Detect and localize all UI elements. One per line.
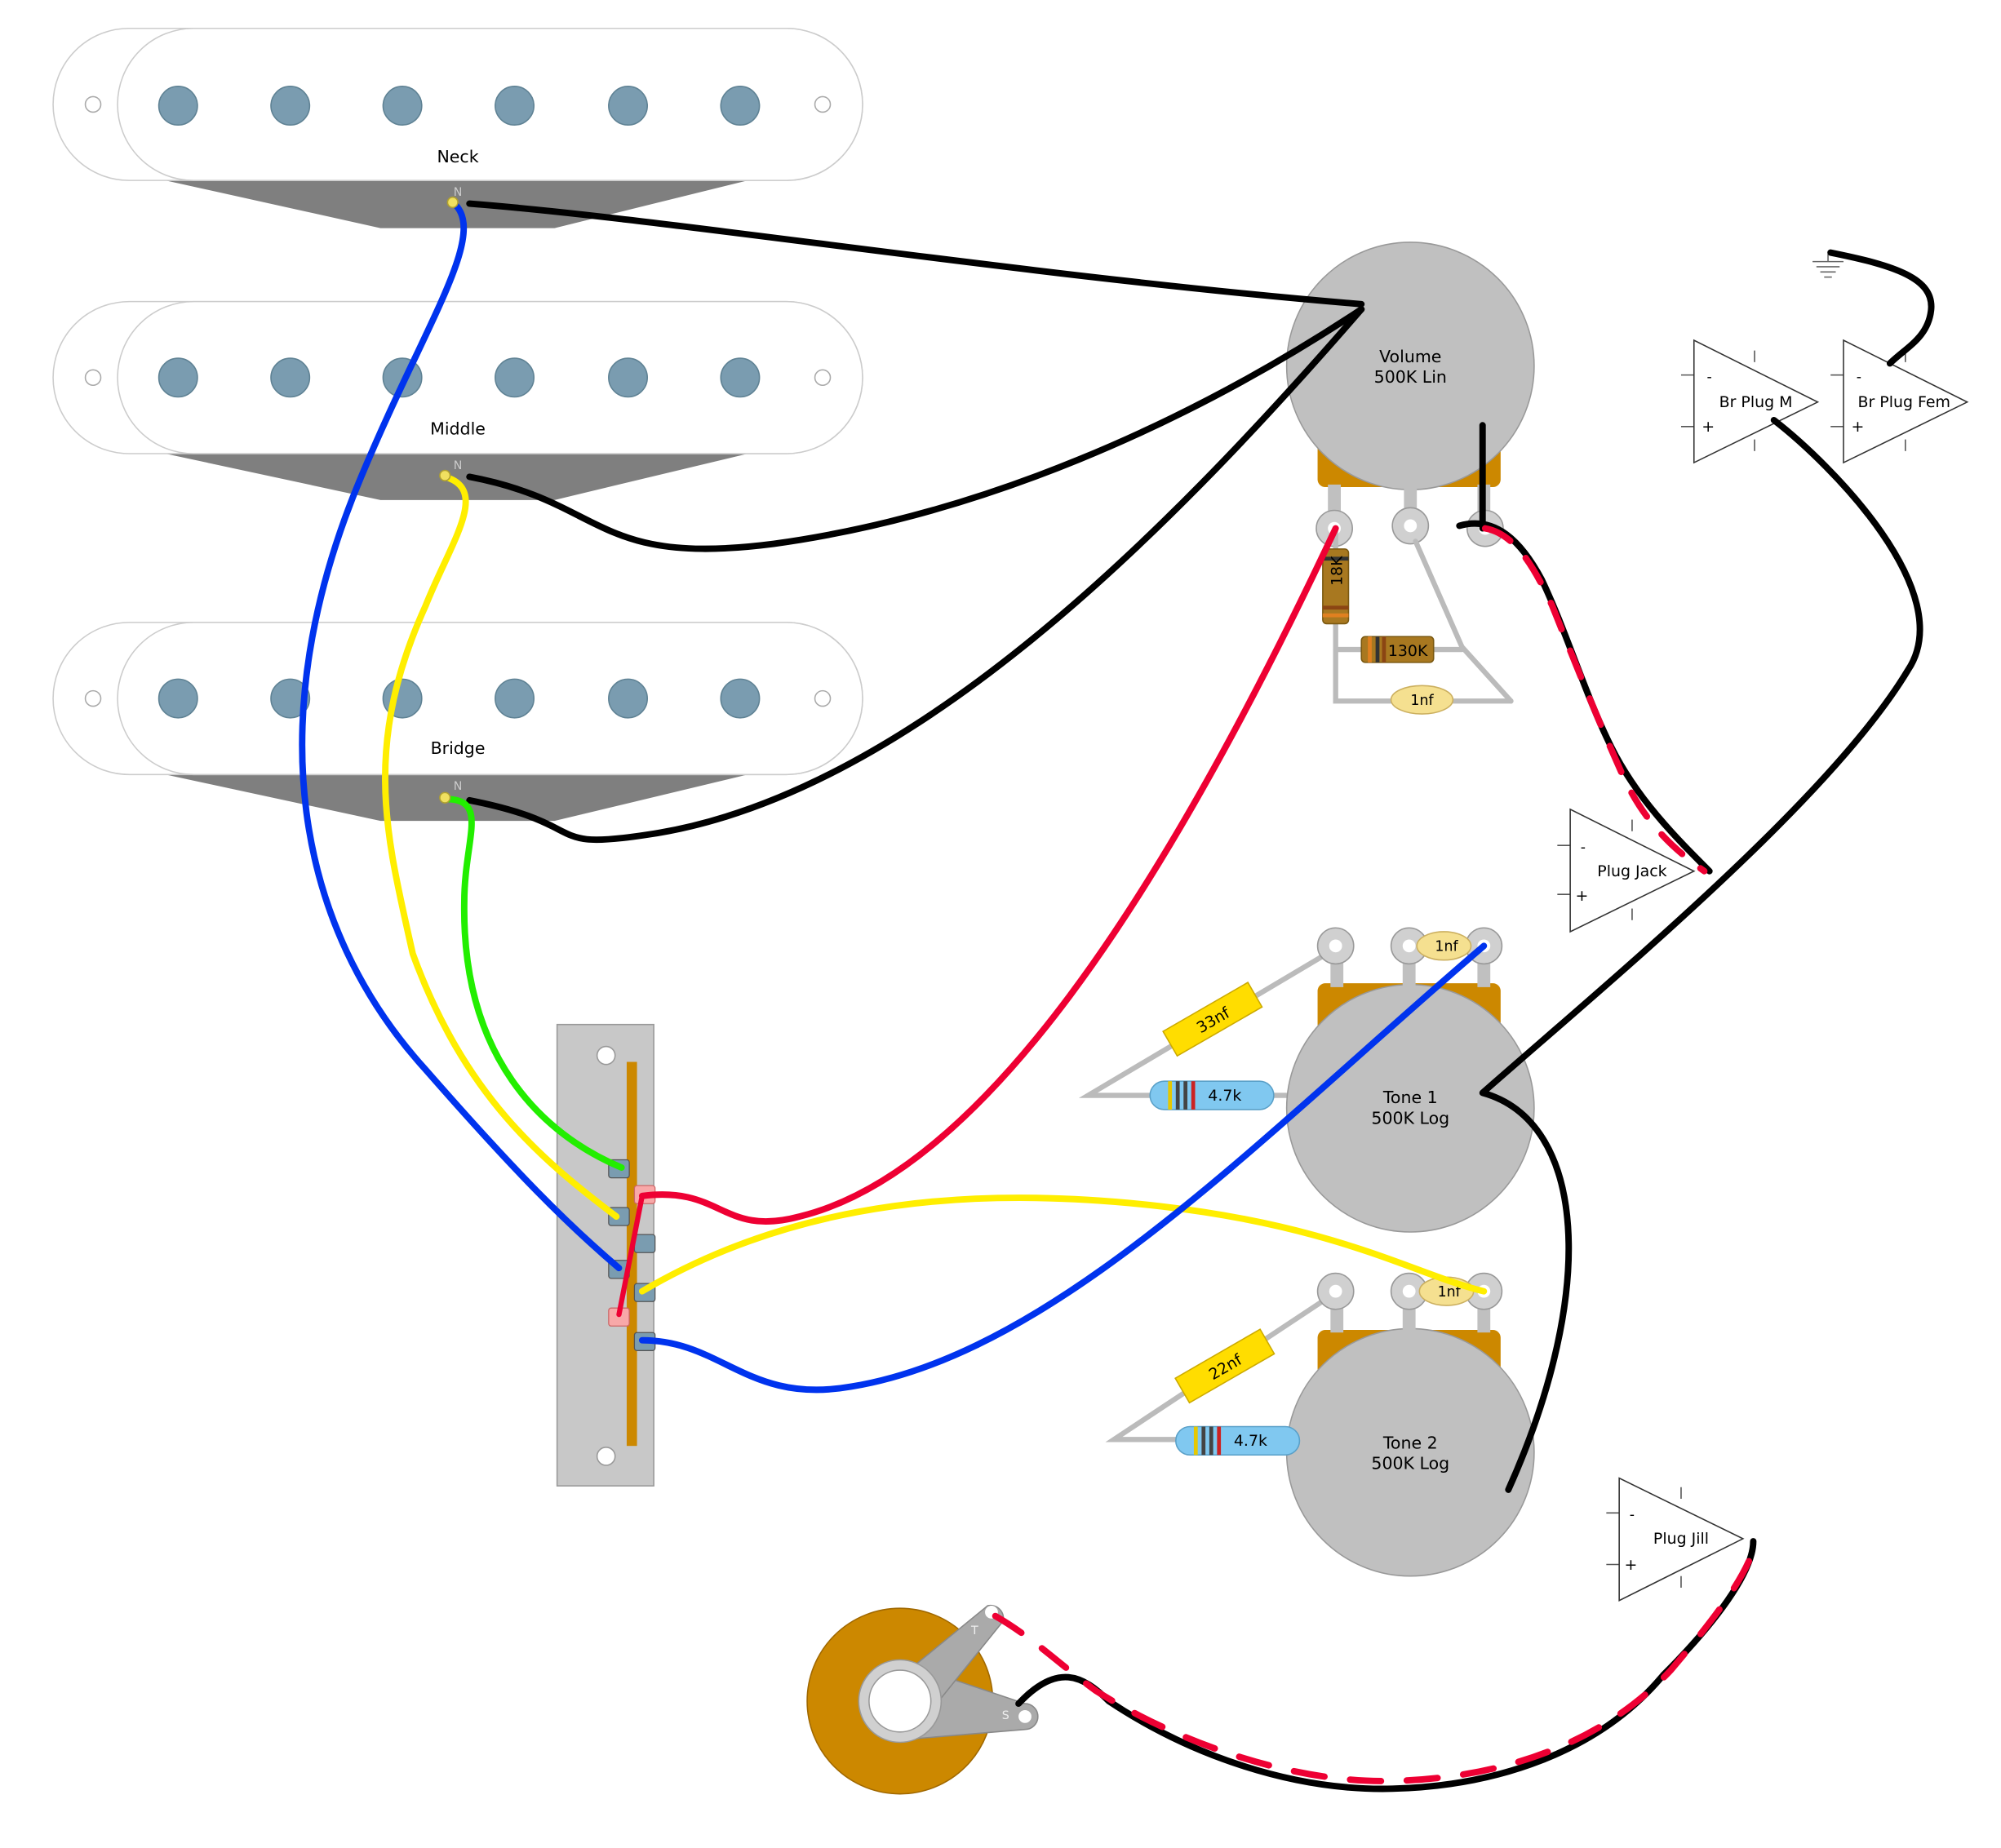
pickup-neck: Neck N	[52, 27, 863, 228]
br-plug-m-label: Br Plug M	[1719, 393, 1793, 411]
pickup-middle-pole-mark: N	[454, 459, 463, 472]
wire-switch-red-jumper	[616, 1193, 646, 1318]
pickup-neck-pole-mark: N	[454, 186, 463, 199]
tone2-pot: 1nf 22nf 4.7k Tone 2 500K Log	[1105, 1272, 1535, 1577]
tone2-pot-label: Tone 2	[1382, 1433, 1438, 1452]
connector-br-plug-m: - + Br Plug M	[1680, 339, 1820, 464]
wire-neck-blue	[299, 199, 623, 1272]
resistor-130k-label: 130K	[1388, 642, 1428, 660]
connector-br-plug-fem: - + Br Plug Fem	[1830, 339, 1969, 464]
tone1-pot-value: 500K Log	[1371, 1108, 1449, 1128]
br-plug-fem-label: Br Plug Fem	[1857, 393, 1950, 411]
wire-middle-yellow	[382, 473, 620, 1220]
pickup-bridge-label: Bridge	[431, 738, 486, 758]
wire-br-plug-black	[1479, 416, 1923, 1493]
plug-jill-label: Plug Jill	[1653, 1530, 1709, 1548]
wire-switch-blue-tone1	[638, 942, 1488, 1394]
plug-jill-plus: +	[1624, 1556, 1637, 1574]
ground-icon	[1812, 254, 1843, 278]
volume-pot-label: Volume	[1379, 347, 1441, 366]
plug-jack-label: Plug Jack	[1597, 862, 1666, 880]
jack-sleeve-label: S	[1002, 1709, 1009, 1722]
wire-switch-yellow-tone2	[638, 1194, 1488, 1295]
cap-volume-label: 1nf	[1410, 693, 1434, 709]
cap-tone1-small-label: 1nf	[1435, 939, 1458, 955]
resistor-18k-label: 18K	[1329, 556, 1347, 586]
wire-ground-to-fem	[1827, 249, 1935, 367]
wire-twisted-volume-red	[1481, 525, 1708, 875]
output-jack: T S	[806, 1604, 1039, 1795]
pickup-middle: Middle N	[52, 300, 863, 500]
connector-plug-jack: - + Plug Jack	[1557, 808, 1696, 933]
plug-jack-minus: -	[1581, 840, 1586, 856]
pickup-bridge-pole-mark: N	[454, 780, 463, 793]
plug-jill-minus: -	[1630, 1507, 1635, 1523]
wire-neck-black	[466, 200, 1365, 308]
jack-tip-label: T	[970, 1624, 978, 1637]
tone2-pot-value: 500K Log	[1371, 1454, 1449, 1474]
treble-bleed-network: 18K 130K 1nf	[1322, 528, 1514, 715]
volume-pot: Volume 500K Lin	[1285, 242, 1535, 547]
resistor-tone1-label: 4.7k	[1208, 1087, 1241, 1105]
wire-bridge-black	[466, 306, 1365, 844]
pickup-neck-label: Neck	[437, 147, 478, 166]
pickup-middle-label: Middle	[430, 419, 486, 438]
tone1-pot: 1nf 33nf 4.7k Tone 1 500K Log	[1078, 927, 1535, 1233]
br-plug-m-plus: +	[1702, 418, 1715, 436]
wire-switch-red-volume	[638, 525, 1339, 1225]
plug-jack-plus: +	[1575, 887, 1588, 905]
br-plug-fem-minus: -	[1857, 370, 1861, 386]
pickup-bridge: Bridge N	[52, 622, 863, 822]
resistor-tone2-label: 4.7k	[1234, 1432, 1267, 1450]
br-plug-m-minus: -	[1707, 370, 1712, 386]
connector-plug-jill: - + Plug Jill	[1606, 1477, 1745, 1602]
cap-tone2-small-label: 1nf	[1438, 1284, 1462, 1301]
pickup-terminals	[439, 196, 459, 804]
tone1-pot-label: Tone 1	[1382, 1088, 1438, 1107]
volume-pot-value: 500K Lin	[1374, 367, 1447, 387]
br-plug-fem-plus: +	[1851, 418, 1864, 436]
wire-middle-black	[466, 306, 1365, 552]
wire-bridge-green	[441, 795, 625, 1171]
